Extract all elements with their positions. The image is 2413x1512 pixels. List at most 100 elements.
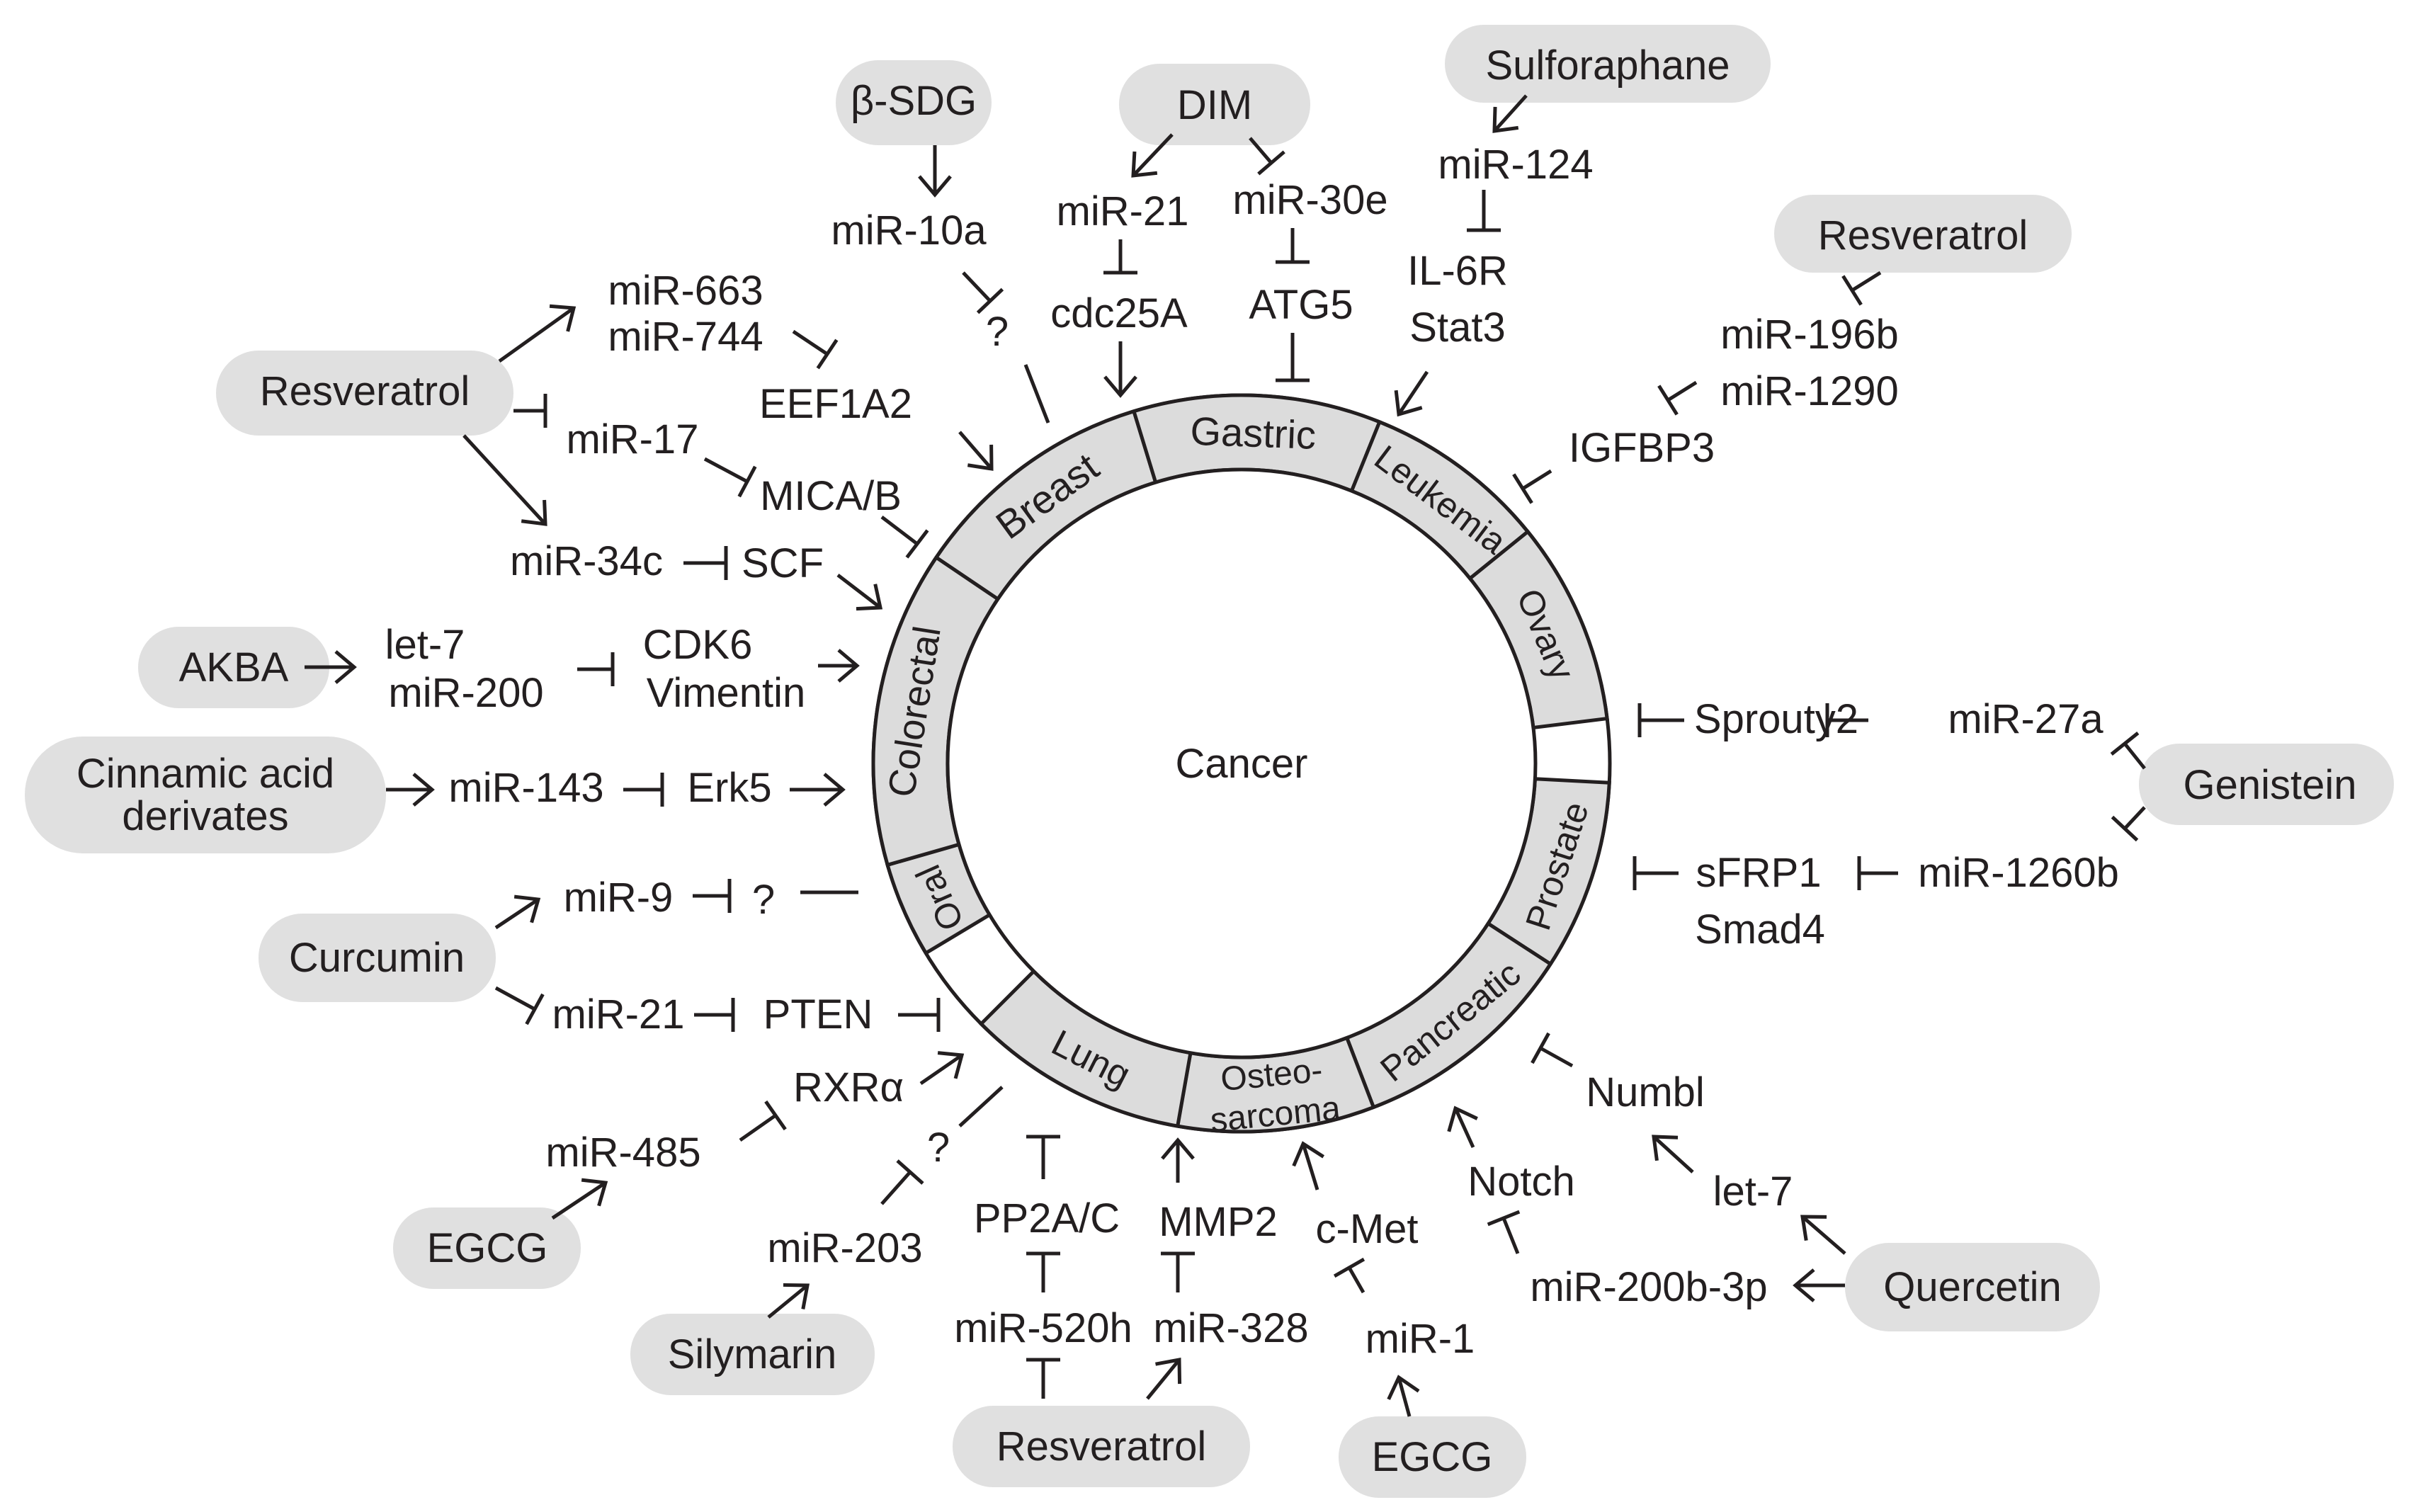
connector-line-13: [1851, 271, 1882, 292]
label-cmet: c-Met: [1316, 1206, 1419, 1252]
compound-resveratrol-left: Resveratrol: [260, 368, 470, 414]
label-mir1290: miR-1290: [1720, 368, 1898, 414]
label-smad4: Smad4: [1695, 906, 1825, 953]
connector-line-43: [919, 1053, 963, 1086]
compound-b-sdg: β-SDG: [851, 78, 977, 124]
arrow-head-55: [1292, 1141, 1325, 1167]
inhibit-bar-14: [1657, 385, 1679, 416]
pill-curcumin: [259, 914, 496, 1002]
arrow-head-7: [1103, 375, 1137, 398]
inhibit-bar-34: [525, 993, 545, 1025]
arrow-head-4: [1131, 151, 1158, 178]
label-mir200: miR-200: [388, 670, 543, 716]
pill-resveratrol-bottom: [953, 1406, 1250, 1487]
label-atg5: ATG5: [1249, 282, 1353, 328]
inhibit-bar-2: [976, 288, 1004, 314]
connector-line-15: [1521, 469, 1552, 491]
pill-silymarin: [630, 1314, 875, 1395]
inhibit-bar-21: [905, 529, 929, 559]
connector-line-45: [551, 1181, 607, 1220]
pill-akba: [138, 627, 329, 708]
connector-line-31: [494, 897, 540, 930]
compound-akba: AKBA: [179, 644, 289, 690]
connector-line-21: [880, 516, 919, 545]
arrow-head-28: [412, 773, 435, 807]
label-mir744: miR-744: [608, 314, 763, 360]
mirna-target-labels: miR-10a ? miR-21 cdc25A miR-30e ATG5 miR…: [385, 142, 2119, 1362]
compound-cinnamic-line1: Cinnamic acid: [76, 751, 334, 797]
arrow-head-22: [521, 499, 547, 526]
pill-resveratrol-top-right: [1774, 195, 2072, 273]
label-erk5: Erk5: [687, 765, 771, 811]
arrow-head-31: [513, 894, 541, 923]
inhibit-bar-5: [1257, 150, 1285, 176]
label-vimentin: Vimentin: [647, 670, 806, 716]
pill-dim: [1119, 64, 1310, 145]
label-mir9: miR-9: [564, 875, 674, 921]
compound-egcg-bottom: EGCG: [1372, 1434, 1493, 1480]
label-scf: SCF: [742, 540, 824, 586]
connector-line-4: [1132, 133, 1174, 177]
connector-line-58: [1453, 1107, 1475, 1149]
connector-line-5: [1249, 137, 1273, 164]
connector-line-59: [1501, 1217, 1520, 1254]
arrow-head-25: [334, 650, 357, 684]
connectors: [305, 94, 2146, 1417]
connector-line-22: [462, 434, 547, 525]
inhibit-bar-60: [1531, 1032, 1550, 1064]
inhibit-bar-15: [1512, 473, 1533, 504]
connector-line-60: [1539, 1046, 1574, 1068]
pill-genistein: [2139, 744, 2394, 825]
label-q-oral: ?: [752, 877, 775, 923]
compound-sulforaphane: Sulforaphane: [1485, 42, 1730, 89]
label-mir124: miR-124: [1438, 142, 1593, 188]
label-stat3: Stat3: [1409, 305, 1505, 351]
label-mir663: miR-663: [608, 268, 763, 314]
compound-dim: DIM: [1177, 82, 1252, 128]
label-pp2ac: PP2A/C: [974, 1195, 1120, 1241]
label-mir21-left: miR-21: [552, 991, 685, 1038]
inhibit-bar-44: [764, 1100, 787, 1131]
connector-line-24: [836, 574, 882, 609]
pill-egcg-bottom: [1339, 1416, 1526, 1498]
arrow-head-63: [1793, 1268, 1815, 1302]
label-il6r: IL-6R: [1407, 248, 1508, 294]
arrow-head-10: [1492, 106, 1519, 133]
arrow-head-58: [1447, 1105, 1478, 1132]
label-pten: PTEN: [763, 991, 873, 1038]
cancer-ring: BreastGastricLeukemiaOvaryProstatePancre…: [871, 393, 1612, 1139]
label-igfbp3: IGFBP3: [1569, 425, 1715, 471]
compound-silymarin: Silymarin: [668, 1331, 837, 1377]
connector-line-54: [1146, 1358, 1181, 1400]
label-mir17: miR-17: [567, 416, 699, 462]
connector-line-46: [958, 1086, 1004, 1127]
arrow-head-12: [1394, 390, 1423, 417]
connector-line-12: [1397, 370, 1429, 416]
arrow-head-16: [549, 304, 577, 332]
label-rxra: RXRα: [793, 1064, 904, 1110]
connector-line-57: [1397, 1377, 1412, 1417]
connector-line-62: [1801, 1215, 1846, 1255]
label-mir143: miR-143: [448, 765, 603, 811]
label-numbl: Numbl: [1586, 1069, 1705, 1115]
connector-line-44: [739, 1113, 777, 1142]
label-eef1a2: EEF1A2: [759, 381, 912, 427]
inhibit-bar-39: [2110, 732, 2140, 756]
label-mir1260b: miR-1260b: [1918, 850, 2119, 896]
inhibit-bar-56: [1333, 1257, 1366, 1278]
arrow-head-62: [1800, 1215, 1827, 1241]
compound-egcg-left: EGCG: [427, 1225, 548, 1271]
pill-quercetin: [1845, 1243, 2100, 1331]
ring-inner: [946, 467, 1538, 1059]
label-micab: MICA/B: [760, 473, 902, 519]
inhibit-bar-59: [1487, 1210, 1521, 1227]
arrow-head-57: [1387, 1375, 1420, 1400]
label-mir485: miR-485: [545, 1130, 700, 1176]
arrow-head-18: [967, 444, 994, 471]
label-mir200b3p: miR-200b-3p: [1530, 1264, 1767, 1310]
label-mir520h: miR-520h: [954, 1305, 1132, 1351]
connector-line-56: [1347, 1266, 1366, 1294]
connector-line-18: [958, 431, 993, 470]
arrow-head-52: [1161, 1137, 1195, 1160]
